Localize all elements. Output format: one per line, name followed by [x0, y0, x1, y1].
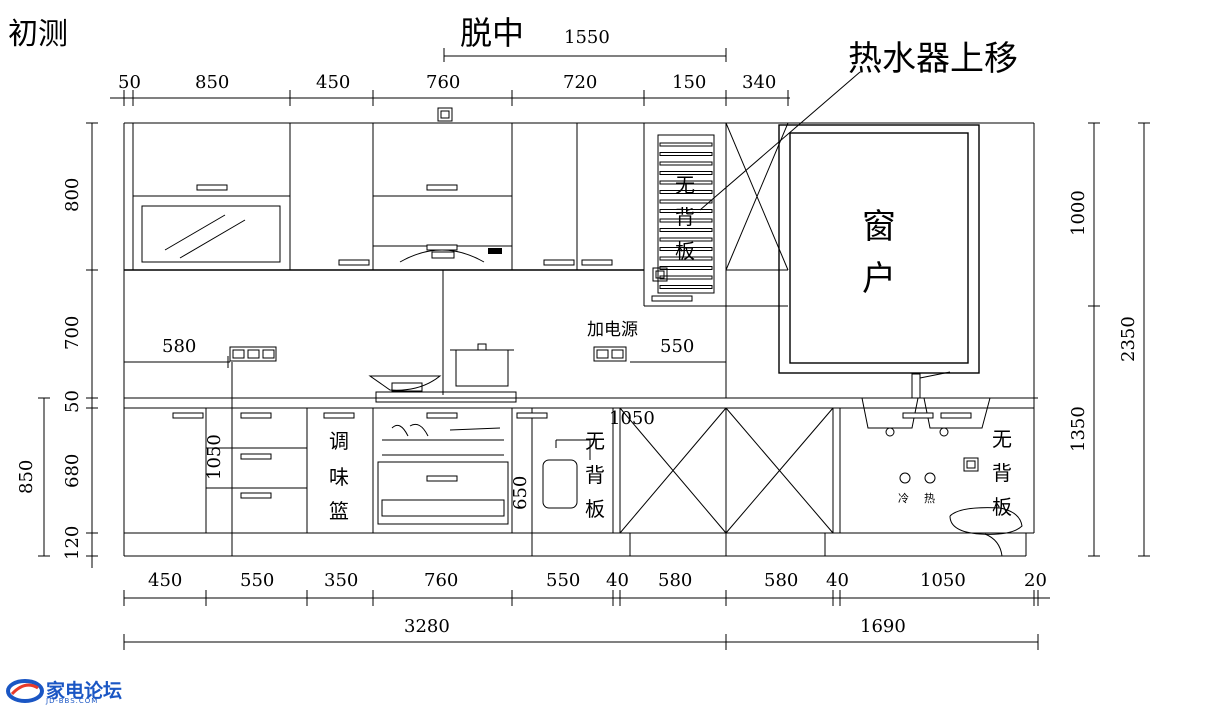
bottom-dim: 40	[826, 570, 849, 591]
left-dim: 120	[62, 526, 83, 560]
bottom-dim: 20	[1024, 570, 1047, 591]
corner-title: 初测	[8, 17, 68, 52]
louver-slat	[659, 266, 713, 270]
bottom-dim: 550	[240, 570, 274, 591]
top-dim-line	[443, 48, 727, 62]
top-dim: 450	[316, 72, 350, 93]
dim-550: 550	[660, 336, 694, 357]
no-back-label: 板	[585, 497, 605, 521]
sink-icon	[861, 371, 991, 437]
upper-cabinets	[124, 122, 789, 307]
top-dim: 760	[426, 72, 460, 93]
tap-label-cold: 冷	[898, 492, 909, 505]
bottom-dim: 450	[148, 570, 182, 591]
spice-label: 味	[329, 465, 349, 489]
top-dimension-chain	[110, 90, 790, 106]
dim-650-vertical: 650	[510, 476, 531, 510]
spice-label: 篮	[329, 499, 349, 523]
cooktop-icon	[368, 343, 517, 403]
top-dim: 850	[195, 72, 229, 93]
no-back-label: 板	[675, 239, 695, 263]
dim-1050: 1050	[609, 408, 655, 429]
upper-handles	[196, 184, 693, 302]
right-dimension-chain	[1088, 122, 1150, 557]
louver-slat	[659, 171, 713, 175]
right-dim: 1000	[1068, 190, 1089, 236]
logo-name: 家电论坛	[46, 680, 123, 702]
bottom-dim: 40	[606, 570, 629, 591]
spice-label: 调	[329, 429, 349, 453]
top-dim: 150	[672, 72, 706, 93]
louver-slat	[659, 285, 713, 289]
window	[778, 124, 980, 374]
louver-slat	[659, 275, 713, 280]
louver-slat	[659, 228, 713, 232]
louver-slat	[659, 199, 713, 204]
top-dim: 50	[118, 72, 141, 93]
site-logo[interactable]: 家电论坛 JD-BBS.COM	[6, 676, 136, 708]
base-cabinets	[124, 362, 1035, 557]
tap-label-hot: 热	[924, 492, 935, 505]
louver-slat	[659, 247, 713, 251]
countertop	[123, 397, 1038, 409]
no-back-label: 无	[585, 429, 605, 453]
louver-slat	[659, 237, 713, 242]
socket-icon	[963, 457, 979, 472]
no-back-label: 背	[992, 461, 1012, 485]
bottom-dim: 1050	[920, 570, 966, 591]
left-dimension-chain	[38, 122, 98, 568]
window-label: 户	[862, 259, 896, 299]
louver-slat	[659, 142, 713, 147]
top-title: 脱中	[460, 14, 524, 52]
top-dim: 340	[742, 72, 776, 93]
no-back-label: 板	[992, 495, 1012, 519]
left-dim: 700	[62, 316, 83, 350]
double-socket-icon	[593, 346, 627, 362]
no-back-label: 背	[675, 205, 695, 229]
valve-icon	[899, 472, 936, 484]
no-back-label: 无	[992, 427, 1012, 451]
logo-url: JD-BBS.COM	[46, 697, 99, 705]
dim-1050-vertical: 1050	[204, 434, 225, 480]
logo-swirl-icon	[6, 679, 44, 703]
triple-socket-icon	[229, 346, 277, 362]
socket-icon	[652, 267, 668, 282]
top-dim: 720	[563, 72, 597, 93]
bottom-dim: 580	[658, 570, 692, 591]
callout-text: 热水器上移	[848, 39, 1018, 79]
left-dim: 50	[62, 390, 83, 413]
base-handles	[172, 412, 972, 499]
top-dim-1550: 1550	[564, 27, 610, 48]
window-label: 窗	[862, 207, 896, 247]
bottom-dimension-chain	[123, 590, 1050, 650]
backsplash	[123, 270, 727, 398]
louver-slat	[659, 152, 713, 156]
left-dim: 800	[62, 178, 83, 212]
right-dim: 1350	[1068, 406, 1089, 452]
bottom-dim: 350	[324, 570, 358, 591]
right-dim: 2350	[1118, 316, 1139, 362]
bottom-dim: 580	[764, 570, 798, 591]
socket-icon	[437, 107, 453, 122]
louver-slat	[659, 180, 713, 185]
left-dim: 850	[16, 460, 37, 494]
power-label: 加电源	[587, 320, 638, 340]
no-back-label: 背	[585, 463, 605, 487]
louver-slat	[659, 218, 713, 223]
wall-outline	[123, 122, 1035, 556]
louver-slat	[659, 209, 713, 213]
no-back-label: 无	[675, 173, 695, 197]
louver-slat	[659, 190, 713, 194]
dim-580: 580	[162, 336, 196, 357]
louver-slat	[659, 161, 713, 166]
water-heater-louvers	[657, 134, 715, 294]
bottom-dim: 760	[424, 570, 458, 591]
left-dim: 680	[62, 454, 83, 488]
total-dim: 3280	[404, 616, 450, 637]
bottom-dim: 550	[546, 570, 580, 591]
louver-slat	[659, 256, 713, 261]
total-dim: 1690	[860, 616, 906, 637]
